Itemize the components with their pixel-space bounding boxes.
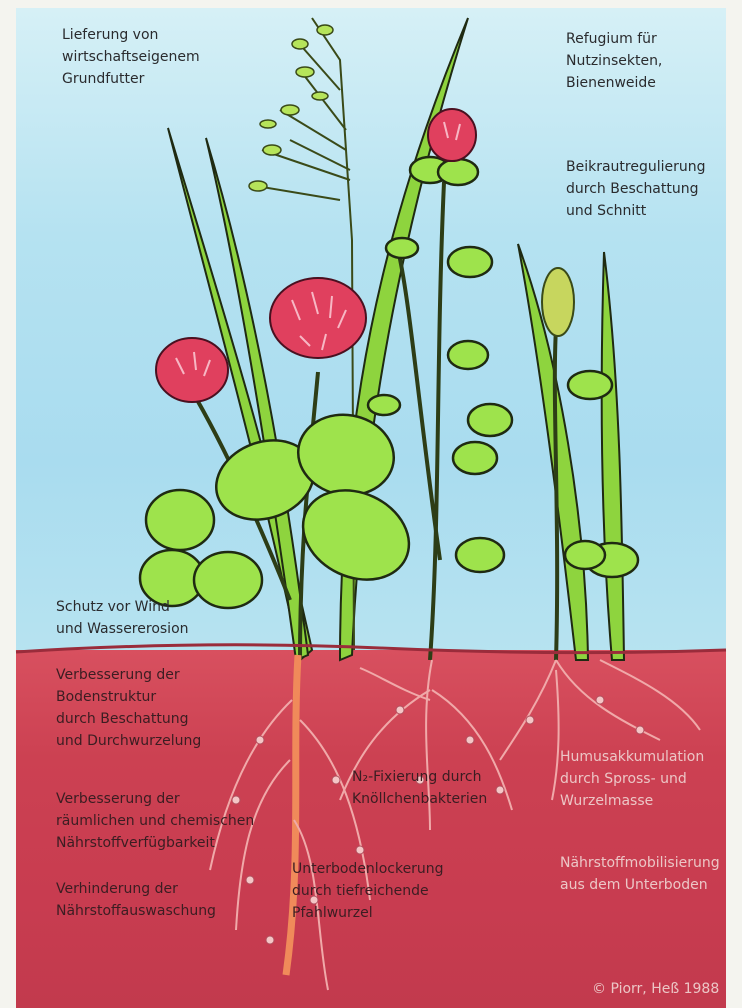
label-leaching: Verhinderung der Nährstoffauswaschung	[56, 878, 216, 922]
label-n-fixation: N₂-Fixierung durch Knöllchenbakterien	[352, 766, 487, 810]
plantain-spike	[542, 268, 574, 336]
label-weed-control: Beikrautregulierung durch Beschattung un…	[566, 156, 706, 222]
panicle-spikelets	[249, 25, 333, 191]
label-soil-structure: Verbesserung der Bodenstruktur durch Bes…	[56, 664, 201, 752]
label-forage: Lieferung von wirtschaftseigenem Grundfu…	[62, 24, 200, 90]
label-subsoil: Unterbodenlockerung durch tiefreichende …	[292, 858, 444, 924]
root-system	[210, 655, 700, 990]
label-mobilization: Nährstoffmobilisierung aus dem Unterbode…	[560, 852, 720, 896]
label-erosion: Schutz vor Wind und Wassererosion	[56, 596, 189, 640]
label-nutrient-availability: Verbesserung der räumlichen und chemisch…	[56, 788, 254, 854]
copyright-credit: © Piorr, Heß 1988	[592, 978, 719, 1000]
label-humus: Humusakkumulation durch Spross- und Wurz…	[560, 746, 704, 812]
label-refuge: Refugium für Nutzinsekten, Bienenweide	[566, 28, 662, 94]
